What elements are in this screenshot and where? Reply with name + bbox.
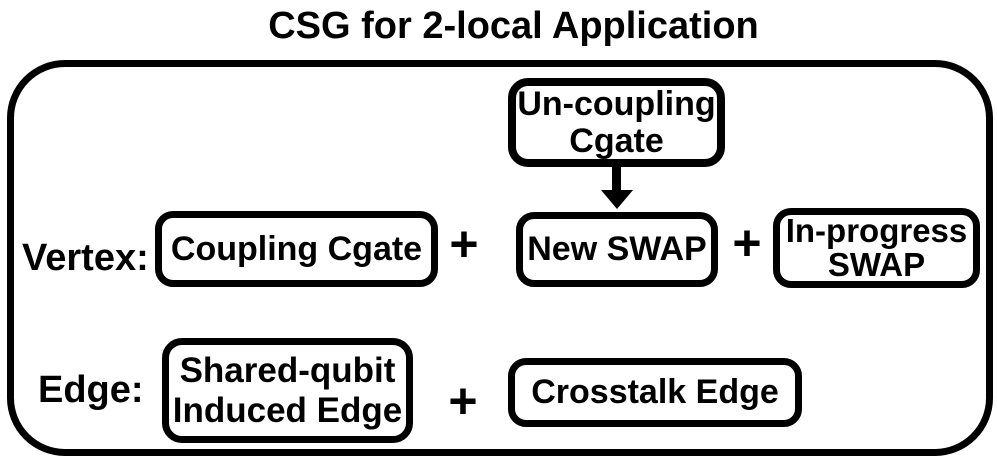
node-uncoupling-cgate: Un-coupling Cgate: [508, 78, 725, 167]
node-new-swap-label: New SWAP: [527, 230, 707, 269]
down-arrow-shaft: [612, 167, 621, 192]
node-coupling-cgate: Coupling Cgate: [155, 211, 438, 287]
node-coupling-cgate-label: Coupling Cgate: [170, 229, 423, 268]
plus-operator-vertex-1: +: [449, 216, 479, 272]
node-in-progress-swap-label-line2: SWAP: [827, 246, 926, 283]
down-arrow-head: [601, 190, 633, 209]
plus-operator-edge-1: +: [448, 373, 478, 429]
node-shared-qubit-induced-edge-label-line1: Shared-qubit: [179, 350, 396, 390]
down-arrow-icon: [598, 167, 636, 209]
node-crosstalk-edge: Crosstalk Edge: [508, 358, 802, 427]
node-in-progress-swap: In-progress SWAP: [773, 208, 980, 288]
diagram-title: CSG for 2-local Application: [268, 5, 759, 47]
vertex-row-label: Vertex:: [22, 237, 149, 279]
node-shared-qubit-induced-edge-label-line2: Induced Edge: [172, 390, 403, 430]
plus-operator-vertex-2: +: [732, 215, 762, 271]
node-new-swap: New SWAP: [516, 212, 718, 287]
node-uncoupling-cgate-label-line2: Cgate: [569, 121, 664, 160]
csg-frame: [7, 60, 993, 456]
node-crosstalk-edge-label: Crosstalk Edge: [531, 373, 779, 412]
node-uncoupling-cgate-label-line1: Un-coupling: [517, 84, 716, 123]
node-in-progress-swap-label-line1: In-progress: [785, 212, 968, 250]
node-shared-qubit-induced-edge: Shared-qubit Induced Edge: [162, 338, 413, 443]
edge-row-label: Edge:: [38, 369, 144, 411]
